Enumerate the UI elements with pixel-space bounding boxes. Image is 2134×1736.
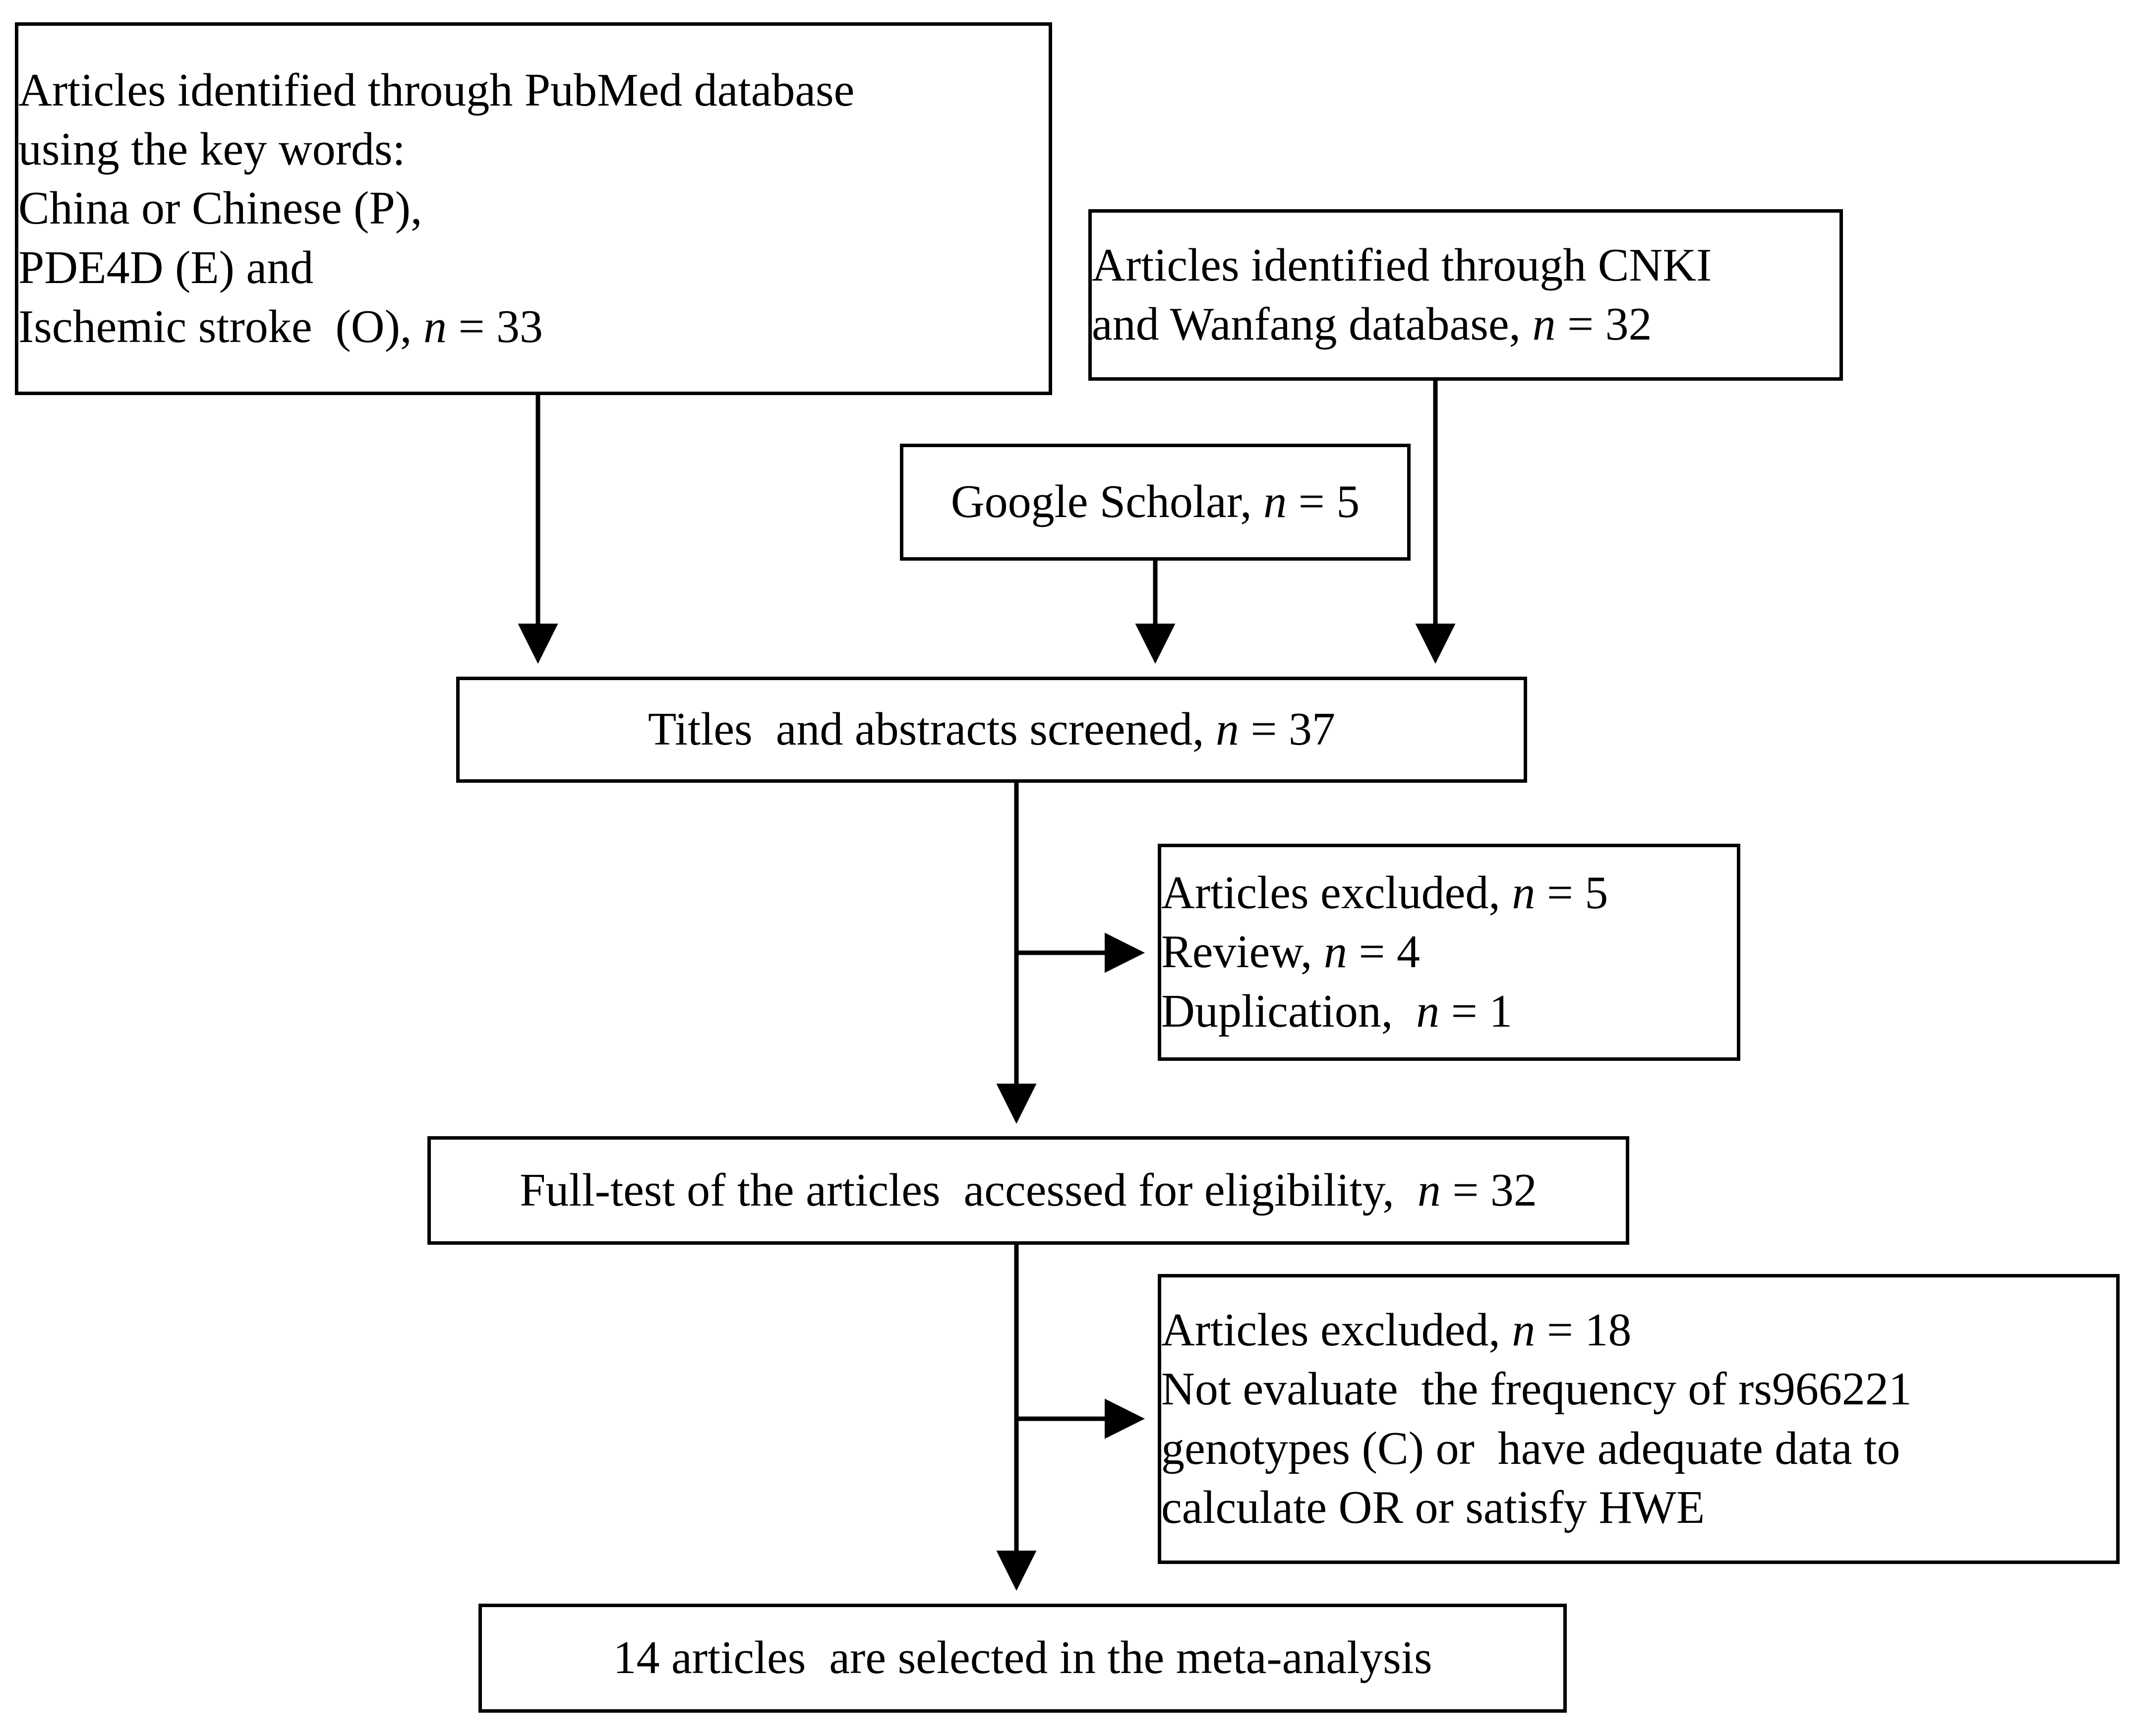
excluded2-line-1: Articles excluded, n = 18 xyxy=(1161,1304,1632,1356)
pubmed-line-2: using the key words: xyxy=(18,123,406,175)
cnki-line-2: and Wanfang database, n = 32 xyxy=(1092,298,1652,350)
excluded2-line-2: Not evaluate the frequency of rs966221 xyxy=(1161,1363,1912,1415)
excluded1-line-3: Duplication, n = 1 xyxy=(1161,985,1513,1037)
screened-line-1: Titles and abstracts screened, n = 37 xyxy=(648,703,1336,755)
node-google-scholar-source[interactable]: Google Scholar, n = 5 xyxy=(900,444,1411,561)
node-articles-included-meta-analysis[interactable]: 14 articles are selected in the meta-ana… xyxy=(478,1604,1567,1713)
fulltext-line-1: Full-test of the articles accessed for e… xyxy=(520,1164,1537,1216)
excluded1-line-1: Articles excluded, n = 5 xyxy=(1161,867,1608,919)
cnki-line-1: Articles identified through CNKI xyxy=(1092,239,1712,291)
excluded2-line-3: genotypes (C) or have adequate data to xyxy=(1161,1422,1900,1474)
excluded1-line-2: Review, n = 4 xyxy=(1161,926,1421,978)
node-articles-excluded-eligibility[interactable]: Articles excluded, n = 18 Not evaluate t… xyxy=(1158,1274,2120,1564)
pubmed-line-5: Ischemic stroke (O), n = 33 xyxy=(18,301,543,353)
node-pubmed-source[interactable]: Articles identified through PubMed datab… xyxy=(15,22,1052,395)
node-cnki-wanfang-source[interactable]: Articles identified through CNKI and Wan… xyxy=(1088,209,1843,381)
node-full-text-eligibility[interactable]: Full-test of the articles accessed for e… xyxy=(427,1136,1629,1245)
pubmed-line-4: PDE4D (E) and xyxy=(18,241,314,293)
pubmed-line-3: China or Chinese (P), xyxy=(18,182,422,234)
excluded2-line-4: calculate OR or satisfy HWE xyxy=(1161,1481,1705,1533)
node-articles-excluded-screening[interactable]: Articles excluded, n = 5 Review, n = 4 D… xyxy=(1158,844,1740,1061)
scholar-line-1: Google Scholar, n = 5 xyxy=(950,476,1360,528)
pubmed-line-1: Articles identified through PubMed datab… xyxy=(18,64,855,116)
node-titles-abstracts-screened[interactable]: Titles and abstracts screened, n = 37 xyxy=(456,677,1527,783)
included-line-1: 14 articles are selected in the meta-ana… xyxy=(613,1632,1432,1684)
